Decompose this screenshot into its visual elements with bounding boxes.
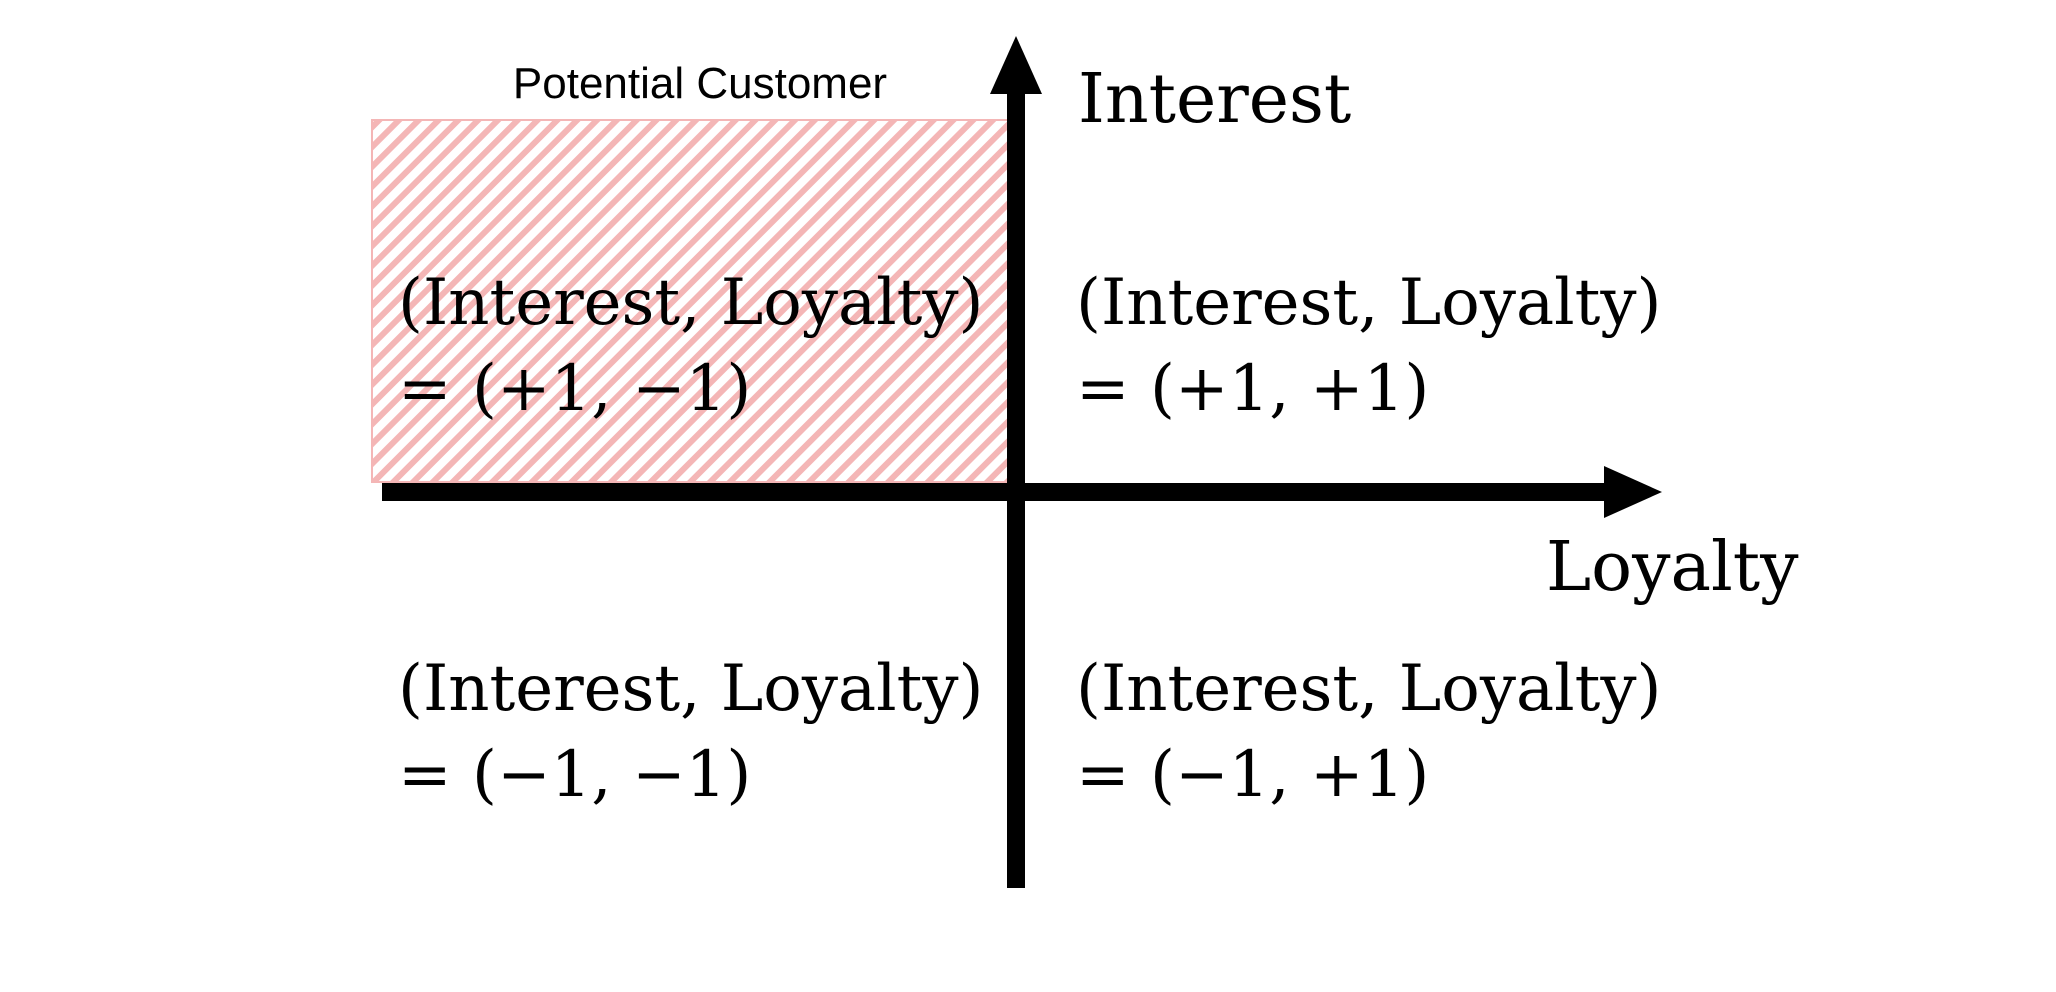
quadrant-top-left-line1: (Interest, Loyalty): [398, 266, 983, 340]
quadrant-top-right: (Interest, Loyalty) = (+1, +1): [1076, 266, 1661, 426]
horizontal-axis-label: Loyalty: [1546, 528, 1799, 607]
quadrant-bottom-right: (Interest, Loyalty) = (−1, +1): [1076, 652, 1661, 812]
potential-customer-region: [371, 119, 1011, 483]
quadrant-bottom-right-line2: = (−1, +1): [1076, 738, 1429, 812]
quadrant-top-left-line2: = (+1, −1): [398, 352, 751, 426]
quadrant-top-right-line2: = (+1, +1): [1076, 352, 1429, 426]
quadrant-bottom-left-line1: (Interest, Loyalty): [398, 652, 983, 726]
vertical-axis-label: Interest: [1078, 60, 1351, 139]
horizontal-axis: [382, 466, 1662, 518]
horizontal-axis-line: [382, 483, 1614, 501]
quadrant-bottom-left: (Interest, Loyalty) = (−1, −1): [398, 652, 983, 812]
quadrant-bottom-right-line1: (Interest, Loyalty): [1076, 652, 1661, 726]
vertical-axis-arrowhead: [990, 36, 1042, 94]
quadrant-top-left: (Interest, Loyalty) = (+1, −1): [398, 266, 983, 426]
quadrant-bottom-left-line2: = (−1, −1): [398, 738, 751, 812]
horizontal-axis-arrowhead: [1604, 466, 1662, 518]
potential-customer-label: Potential Customer: [513, 59, 887, 108]
quadrant-top-right-line1: (Interest, Loyalty): [1076, 266, 1661, 340]
